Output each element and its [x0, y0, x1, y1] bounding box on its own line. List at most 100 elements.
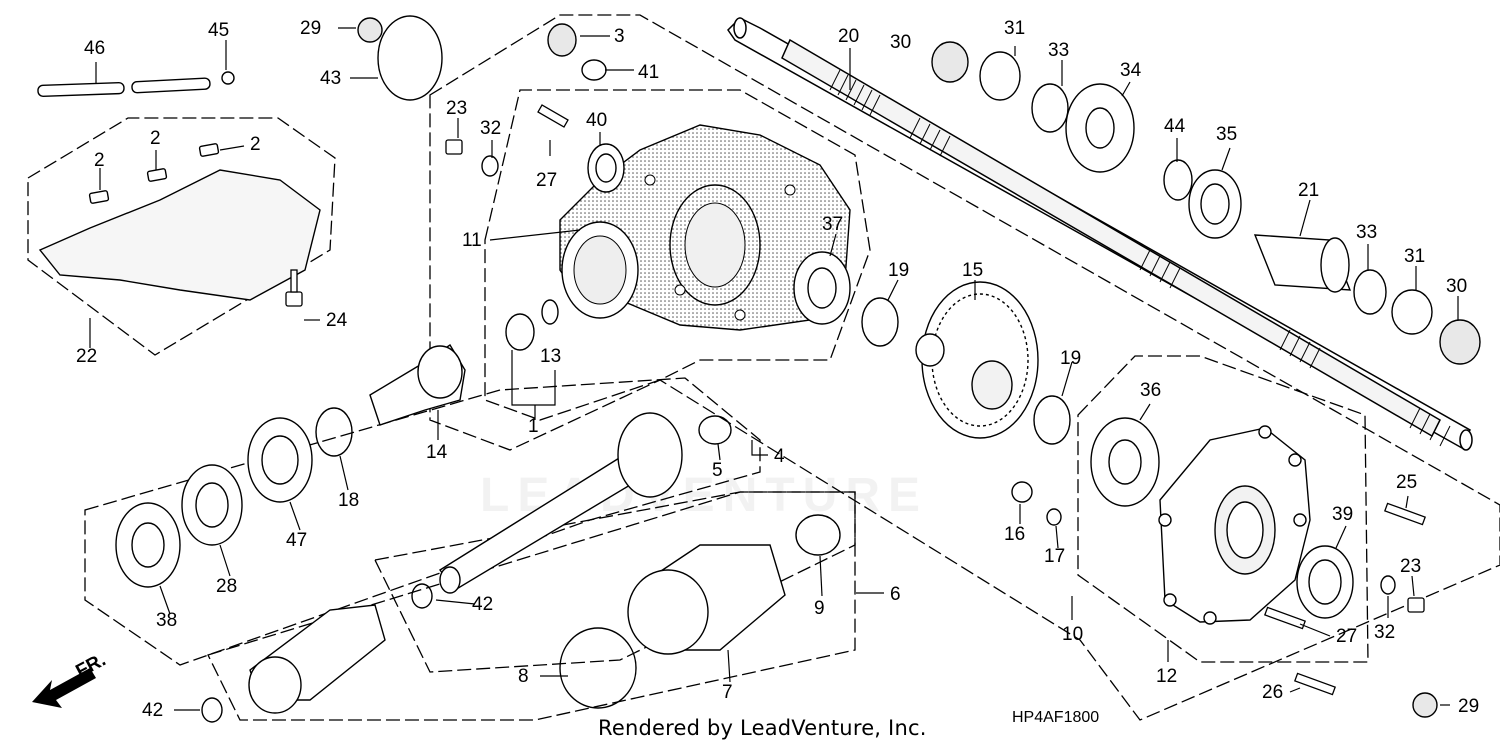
o-ring-43 [377, 15, 443, 101]
shim-18 [315, 407, 353, 457]
callout-30: 30 [890, 32, 911, 53]
callout-numbers: 46 45 29 43 3 41 20 30 31 33 34 44 35 21… [76, 18, 1479, 721]
ring-44 [1163, 159, 1193, 201]
group-boundaries [27, 14, 1500, 721]
callout-41: 41 [638, 62, 659, 83]
callout-34: 34 [1120, 60, 1142, 81]
circlip-13 [541, 299, 559, 325]
hose-46-a [37, 81, 125, 97]
callout-5: 5 [712, 460, 723, 481]
callout-42: 42 [472, 594, 493, 615]
washer-33-right [1353, 269, 1387, 315]
callout-39: 39 [1332, 504, 1353, 525]
callout-1: 1 [528, 416, 539, 437]
callout-23: 23 [1400, 556, 1421, 577]
shim-19-top [861, 297, 899, 347]
nut-3 [547, 23, 577, 57]
band-8 [559, 627, 637, 709]
callout-17: 17 [1044, 546, 1065, 567]
cap-nut-29-top [357, 17, 383, 43]
gear-case-cover-12 [1158, 425, 1311, 625]
protector-22 [38, 169, 321, 301]
axle-shaft-20 [727, 17, 1473, 451]
bolt-24 [285, 291, 303, 307]
callout-33: 33 [1048, 40, 1069, 61]
bolt-25 [1384, 502, 1426, 526]
collar-16 [1011, 481, 1033, 503]
callout-14: 14 [426, 442, 448, 463]
rings-and-bearings [115, 15, 1481, 723]
callout-37: 37 [822, 214, 843, 235]
callout-31: 31 [1404, 246, 1425, 267]
group-10-boundary [429, 14, 1500, 721]
diagram-code: HP4AF1800 [1012, 709, 1100, 726]
washer-17 [1046, 508, 1062, 526]
group-6-inner-boundary [374, 491, 856, 673]
callout-7: 7 [722, 682, 733, 703]
o-ring-42-top [411, 583, 433, 609]
callout-29: 29 [300, 18, 321, 39]
nut-30-right [1439, 319, 1481, 365]
cushion-2c [198, 143, 220, 157]
callout-31: 31 [1004, 18, 1025, 39]
callout-32: 32 [480, 118, 501, 139]
bolt-23-right [1407, 597, 1425, 613]
callout-23: 23 [446, 98, 467, 119]
callout-24: 24 [326, 310, 348, 331]
nut-30-top [931, 41, 969, 83]
callout-2: 2 [150, 128, 161, 149]
callout-27: 27 [1336, 626, 1357, 647]
callout-15: 15 [962, 260, 983, 281]
callout-43: 43 [320, 68, 341, 89]
arrow-icon [32, 668, 96, 708]
callout-9: 9 [814, 598, 825, 619]
callout-28: 28 [216, 576, 237, 597]
callout-22: 22 [76, 346, 97, 367]
needle-bearing-1 [505, 313, 535, 351]
o-ring-42-bottom [201, 697, 223, 723]
hose-46-b [131, 77, 211, 94]
callout-33: 33 [1356, 222, 1377, 243]
callout-40: 40 [586, 110, 607, 131]
callout-45: 45 [208, 20, 229, 41]
bolt-26 [1294, 672, 1336, 696]
shim-19-right [1033, 395, 1071, 445]
callout-46: 46 [84, 38, 105, 59]
callout-2: 2 [250, 134, 261, 155]
callout-19: 19 [1060, 348, 1081, 369]
callout-4: 4 [774, 446, 785, 467]
o-ring-41 [581, 59, 607, 81]
callout-47: 47 [286, 530, 307, 551]
stud-27-right [1264, 606, 1306, 630]
callout-3: 3 [614, 26, 625, 47]
callout-20: 20 [838, 26, 859, 47]
ring-gear-15 [915, 281, 1039, 439]
cap-nut-29-bottom [1412, 692, 1438, 718]
callout-8: 8 [518, 666, 529, 687]
callout-26: 26 [1262, 682, 1283, 703]
callout-11: 11 [462, 230, 482, 251]
clip-45 [221, 71, 235, 85]
callout-19: 19 [888, 260, 909, 281]
group-22-boundary [27, 117, 336, 356]
credit-text: Rendered by LeadVenture, Inc. [598, 716, 927, 740]
callout-18: 18 [338, 490, 359, 511]
drive-components [37, 71, 786, 714]
callout-12: 12 [1156, 666, 1177, 687]
callout-44: 44 [1164, 116, 1186, 137]
callout-30: 30 [1446, 276, 1467, 297]
cushion-2b [146, 168, 168, 182]
callout-29: 29 [1458, 696, 1479, 717]
callout-10: 10 [1062, 624, 1083, 645]
group-12-boundary [1077, 355, 1369, 663]
bolts [285, 104, 1426, 696]
callout-13: 13 [540, 346, 561, 367]
washer-32-right [1380, 575, 1396, 595]
callout-2: 2 [94, 150, 105, 171]
callout-42: 42 [142, 700, 163, 721]
callout-6: 6 [890, 584, 901, 605]
nut-31-top [979, 51, 1021, 101]
washer-32-top [481, 155, 499, 177]
callout-38: 38 [156, 610, 177, 631]
